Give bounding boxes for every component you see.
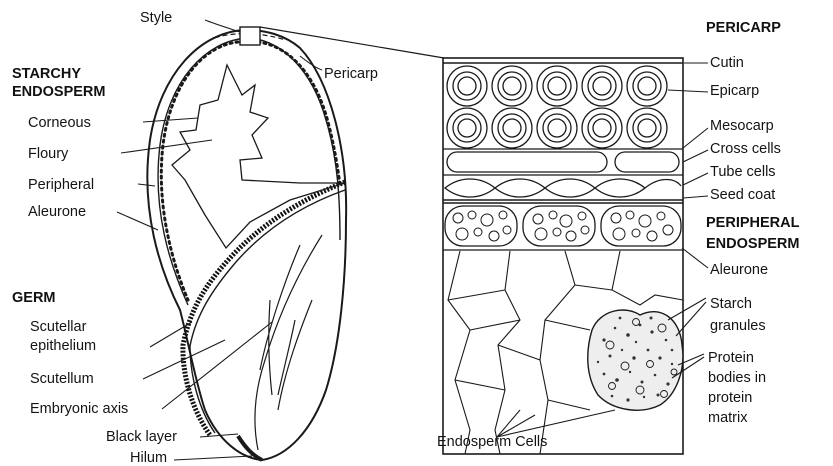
label-cutin: Cutin <box>710 55 744 71</box>
kernel-cross-section <box>147 27 444 460</box>
germ-boundary <box>190 190 345 433</box>
label-scutellar-epithelium-1: Scutellar <box>30 319 86 335</box>
label-tube-cells: Tube cells <box>710 164 776 180</box>
label-scutellar-epithelium-2: epithelium <box>30 338 96 354</box>
heading-starchy-endosperm-2: ENDOSPERM <box>12 84 105 101</box>
heading-starchy-endosperm-1: STARCHY <box>12 66 81 83</box>
heading-peripheral-endosperm-2: ENDOSPERM <box>706 236 799 253</box>
label-scutellum: Scutellum <box>30 371 94 387</box>
label-embryonic-axis: Embryonic axis <box>30 401 128 417</box>
label-mesocarp: Mesocarp <box>710 118 774 134</box>
label-aleurone-kernel: Aleurone <box>28 204 86 220</box>
label-peripheral: Peripheral <box>28 177 94 193</box>
aleurone-beads-right <box>258 42 340 183</box>
embryonic-axis <box>255 235 322 450</box>
label-protein-bodies-3: protein <box>708 390 752 406</box>
label-epicarp: Epicarp <box>710 83 759 99</box>
label-aleurone-enlarged: Aleurone <box>710 262 768 278</box>
label-protein-bodies-1: Protein <box>708 350 754 366</box>
label-protein-bodies-2: bodies in <box>708 370 766 386</box>
heading-germ: GERM <box>12 290 56 307</box>
heading-pericarp: PERICARP <box>706 20 781 37</box>
label-starch-granules-1: Starch <box>710 296 752 312</box>
label-endosperm-cells: Endosperm Cells <box>437 434 547 450</box>
label-style: Style <box>140 10 172 26</box>
scutellar-epithelium-band <box>183 182 345 435</box>
label-seed-coat: Seed coat <box>710 187 775 203</box>
enlarged-section <box>443 58 683 454</box>
label-pericarp: Pericarp <box>324 66 378 82</box>
label-corneous: Corneous <box>28 115 91 131</box>
label-starch-granules-2: granules <box>710 318 766 334</box>
label-protein-bodies-4: matrix <box>708 410 747 426</box>
label-black-layer: Black layer <box>106 429 177 445</box>
heading-peripheral-endosperm-1: PERIPHERAL <box>706 215 799 232</box>
label-hilum: Hilum <box>130 450 167 466</box>
label-floury: Floury <box>28 146 68 162</box>
style-zoom-box <box>240 27 260 45</box>
floury-region-outline <box>172 65 345 248</box>
label-cross-cells: Cross cells <box>710 141 781 157</box>
zoom-line-bottom <box>260 45 444 58</box>
